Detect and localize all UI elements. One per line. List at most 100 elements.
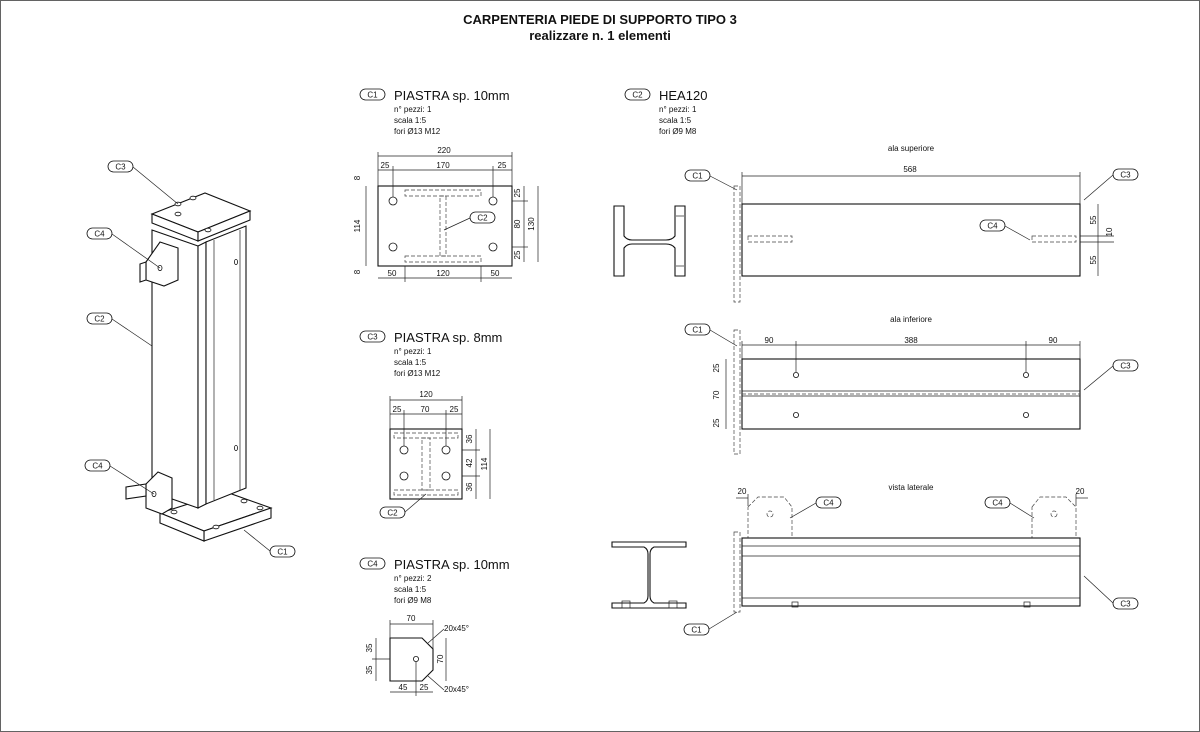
c2-part-info: n° pezzi: 1 scala 1:5 fori Ø9 M8 (659, 104, 696, 137)
c2-upper-dim-r-bottom: 55 (1089, 255, 1098, 264)
upper-callout-c1-tag: C1 (692, 172, 703, 181)
c1-dim-right-top: 25 (513, 188, 522, 197)
c1-holes: fori Ø13 M12 (394, 127, 441, 136)
c3-plate (389, 428, 463, 500)
c2-lower-dim-l-bottom: 25 (712, 418, 721, 427)
lower-callout-c3 (1112, 359, 1139, 372)
c4-dim-bottom-left: 45 (399, 683, 408, 692)
drawing-title: CARPENTERIA PIEDE DI SUPPORTO TIPO 3 (463, 12, 737, 27)
lower-callout-c3-tag: C3 (1120, 362, 1131, 371)
c1-hidden-web (439, 195, 447, 257)
side-callout-c3-tag: C3 (1120, 600, 1131, 609)
c1-hole (488, 242, 498, 252)
iso-base-plate-side (159, 512, 205, 542)
side-leader (708, 611, 738, 630)
c1-dim-bottom-mid: 120 (436, 269, 450, 278)
c2-side-beam (741, 537, 1081, 607)
c3-dim-total-width: 120 (419, 390, 433, 399)
c3-part-info: n° pezzi: 1 scala 1:5 fori Ø13 M12 (394, 346, 440, 379)
iso-base-hole (212, 524, 220, 530)
lower-callout-c1-tag: C1 (692, 326, 703, 335)
c2-holes: fori Ø9 M8 (659, 127, 697, 136)
upper-callout-c3-tag: C3 (1120, 171, 1131, 180)
side-callout-c4-left-tag: C4 (823, 499, 834, 508)
c1-hole (388, 196, 398, 206)
c3-dim-right: 25 (450, 405, 459, 414)
c2-side-section (611, 541, 687, 609)
iso-top-hole (204, 227, 212, 233)
c3-hidden-flange (393, 432, 459, 439)
c4-pieces: n° pezzi: 2 (394, 574, 432, 583)
c1-dim-edge-left: 25 (381, 161, 390, 170)
iso-leader (111, 233, 161, 269)
drawing-subtitle: realizzare n. 1 elementi (529, 28, 671, 43)
c1-hole (488, 196, 498, 206)
c4-leader (427, 675, 445, 691)
c1-dim-right-mid: 80 (513, 219, 522, 228)
c3-dim-r-top: 36 (465, 434, 474, 443)
c2-lower-hole (1023, 371, 1030, 378)
view-title-side-view: vista laterale (889, 483, 934, 492)
upper-leader (1004, 225, 1031, 241)
c2-section-end (613, 205, 686, 277)
c3-dim-mid: 70 (421, 405, 430, 414)
c1-header-tag: C1 (367, 91, 378, 100)
c4-scale: scala 1:5 (394, 585, 427, 594)
c3-hidden-web (421, 437, 431, 491)
c2-upper-flange (741, 203, 1081, 277)
upper-leader (709, 175, 738, 191)
iso-callout-c3-tag: C3 (115, 163, 126, 172)
c1-scale: scala 1:5 (394, 116, 427, 125)
c2-lower-dim-l-mid: 70 (712, 390, 721, 399)
c2-lower-hole (793, 371, 800, 378)
c1-dim-hole-span: 170 (436, 161, 450, 170)
c2-side-weld (621, 600, 631, 609)
c2-lower-hidden-plate (733, 329, 741, 455)
c1-dim-right-total: 130 (527, 217, 536, 231)
c4-header-bubble (359, 557, 386, 570)
c3-callout-c2 (379, 506, 406, 519)
iso-column-web-side (205, 225, 247, 505)
lower-leader (709, 329, 738, 347)
iso-gusset-upper (145, 241, 179, 287)
c1-callout-c2 (469, 211, 496, 224)
side-callout-c1-tag: C1 (691, 626, 702, 635)
iso-callout-c4-lower (84, 459, 111, 472)
side-callout-c1 (683, 623, 710, 636)
c4-header-tag: C4 (367, 560, 378, 569)
callouts: C1 C2 C3 C4 C3 C4 C2 C4 C1 C2 C2 C1 (84, 88, 1139, 636)
iso-column-hole (233, 444, 238, 451)
c1-hole (388, 242, 398, 252)
c4-dim-bottom-right: 25 (420, 683, 429, 692)
c3-holes: fori Ø13 M12 (394, 369, 441, 378)
c1-dim-edge-right: 25 (498, 161, 507, 170)
c1-pieces: n° pezzi: 1 (394, 105, 432, 114)
c2-header-bubble (624, 88, 651, 101)
c3-dim-r-mid: 42 (465, 458, 474, 467)
iso-callout-c2 (86, 312, 113, 325)
c2-lower-flange-view: 90 388 90 25 70 25 (712, 329, 1081, 455)
iso-leader (109, 465, 155, 495)
c3-plate-view: 120 25 70 25 36 42 36 114 (389, 390, 491, 500)
c1-dim-right-bottom: 25 (513, 250, 522, 259)
c1-dim-edge-top: 8 (353, 175, 362, 180)
c2-lower-hole (793, 411, 800, 418)
c3-hole (399, 471, 409, 481)
iso-leader (132, 166, 179, 205)
upper-callout-c4 (979, 219, 1006, 232)
c2-lower-dim-l-top: 25 (712, 363, 721, 372)
iso-callout-c1 (269, 545, 296, 558)
c4-plate-view: 70 20x45° 20x45° 35 35 70 45 25 (365, 614, 469, 696)
c2-upper-dim-r-top: 55 (1089, 215, 1098, 224)
iso-leader (111, 318, 153, 347)
iso-callout-c3 (107, 160, 134, 173)
c3-header-bubble (359, 330, 386, 343)
c3-part-name: PIASTRA sp. 8mm (394, 330, 503, 345)
iso-base-hole (256, 505, 264, 511)
c2-pieces: n° pezzi: 1 (659, 105, 697, 114)
upper-callout-c1 (684, 169, 711, 182)
c2-upper-hidden-slot (747, 235, 793, 243)
c2-side-hidden-gusset (1031, 496, 1077, 539)
c4-hole (412, 656, 419, 663)
iso-base-hole (170, 509, 178, 515)
